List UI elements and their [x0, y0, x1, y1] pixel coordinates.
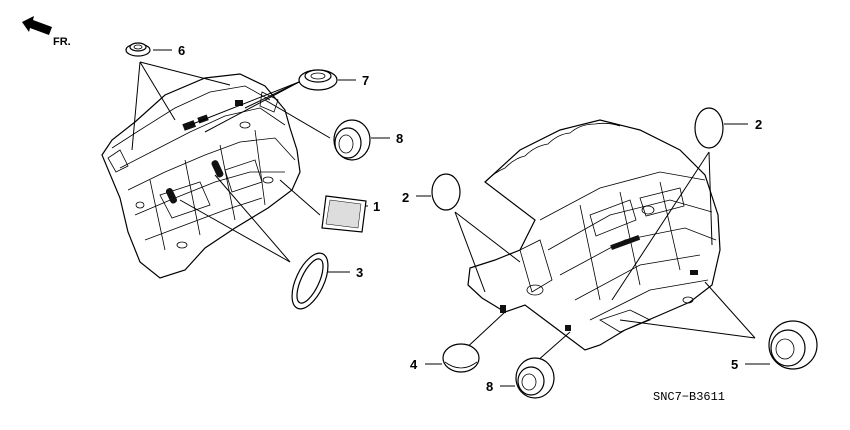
callout-3: 3	[356, 265, 363, 280]
callout-7: 7	[362, 73, 369, 88]
callout-8-upper: 8	[396, 131, 403, 146]
rear-body-assembly	[467, 119, 721, 351]
floor-pan-assembly	[101, 73, 301, 279]
callout-5: 5	[731, 357, 738, 372]
part-1-sealing-pad	[321, 195, 368, 233]
callout-6: 6	[178, 43, 185, 58]
right-leader-lines	[454, 151, 756, 363]
part-7-grommet	[298, 69, 356, 91]
front-direction-arrow-icon	[22, 16, 52, 35]
part-4-cap	[425, 343, 480, 373]
callout-4: 4	[410, 357, 418, 372]
callout-8-lower: 8	[486, 379, 493, 394]
diagram-code: SNC7−B3611	[653, 390, 725, 404]
part-3-oval-seal	[291, 252, 350, 310]
part-2-seal-right	[694, 107, 748, 149]
fr-label: FR.	[53, 36, 71, 48]
callout-1: 1	[373, 199, 380, 214]
part-5-large-plug	[745, 320, 818, 370]
callout-2-right: 2	[755, 117, 762, 132]
part-8-plug-upper	[333, 119, 390, 161]
left-leader-lines	[131, 61, 331, 263]
part-2-seal-left	[416, 173, 461, 211]
part-6-grommet	[125, 42, 172, 57]
callout-2-left: 2	[402, 190, 409, 205]
part-8-plug-lower	[500, 357, 555, 399]
